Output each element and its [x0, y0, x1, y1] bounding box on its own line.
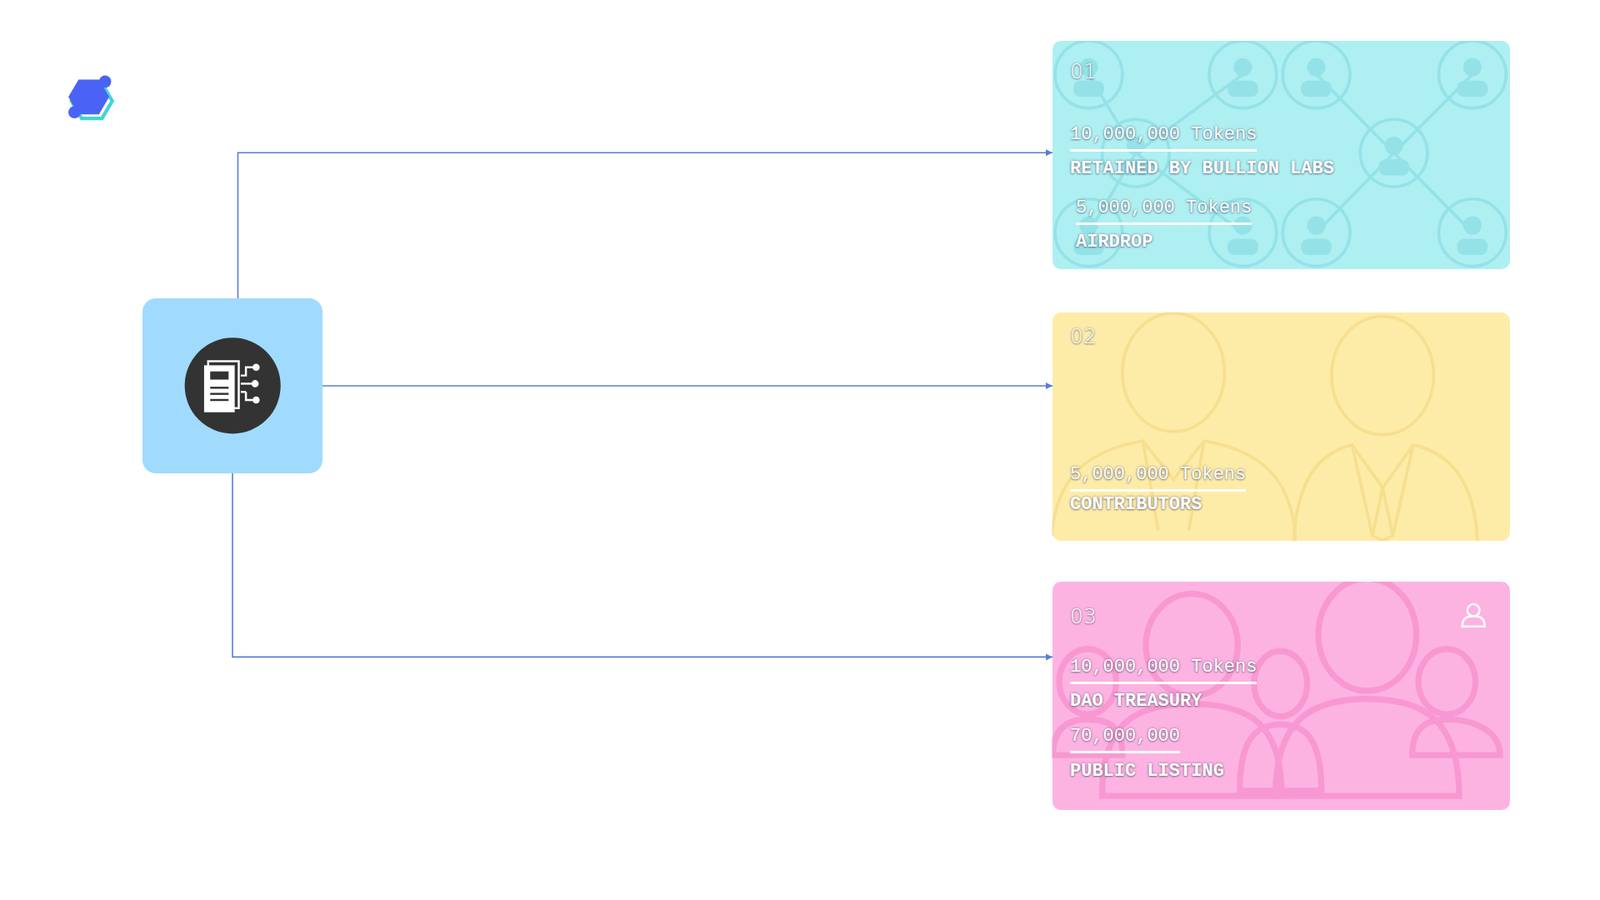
token-amount: 10,000,000 Tokens	[1070, 655, 1257, 685]
network-illustration	[1055, 40, 1506, 267]
person-symbol	[1462, 604, 1485, 627]
flow-arrow	[232, 473, 1053, 657]
token-amount: 5,000,000 Tokens	[1075, 196, 1252, 225]
people-illustration	[1051, 313, 1478, 541]
card-number: 01	[1070, 60, 1097, 84]
allocation-label: RETAINED BY BULLION LABS	[1070, 157, 1335, 181]
allocation-card: 03 10,000,000 TokensDAO TREASURY 70,000,00…	[1052, 581, 1510, 810]
allocation-card: 01 10,000,000 TokensRETAINED BY BULLION L…	[1052, 40, 1510, 270]
card-number: 02	[1070, 325, 1097, 349]
document-icon	[185, 337, 281, 434]
allocation-label: CONTRIBUTORS	[1070, 493, 1202, 517]
source-box	[142, 298, 323, 474]
logo	[68, 75, 113, 119]
allocation-label: PUBLIC LISTING	[1070, 760, 1225, 784]
allocation-label: AIRDROP	[1075, 230, 1153, 255]
allocation-card: 02 5,000,000 TokensCONTRIBUTORS	[1052, 312, 1510, 541]
token-amount: 5,000,000 Tokens	[1070, 463, 1246, 492]
flow-arrow	[237, 152, 1053, 299]
token-amount: 70,000,000	[1070, 725, 1180, 754]
flow-arrow	[322, 385, 1053, 387]
group-illustration	[1053, 581, 1500, 796]
allocation-label: DAO TREASURY	[1070, 690, 1202, 714]
token-amount: 10,000,000 Tokens	[1070, 123, 1257, 152]
card-number: 03	[1070, 605, 1097, 629]
